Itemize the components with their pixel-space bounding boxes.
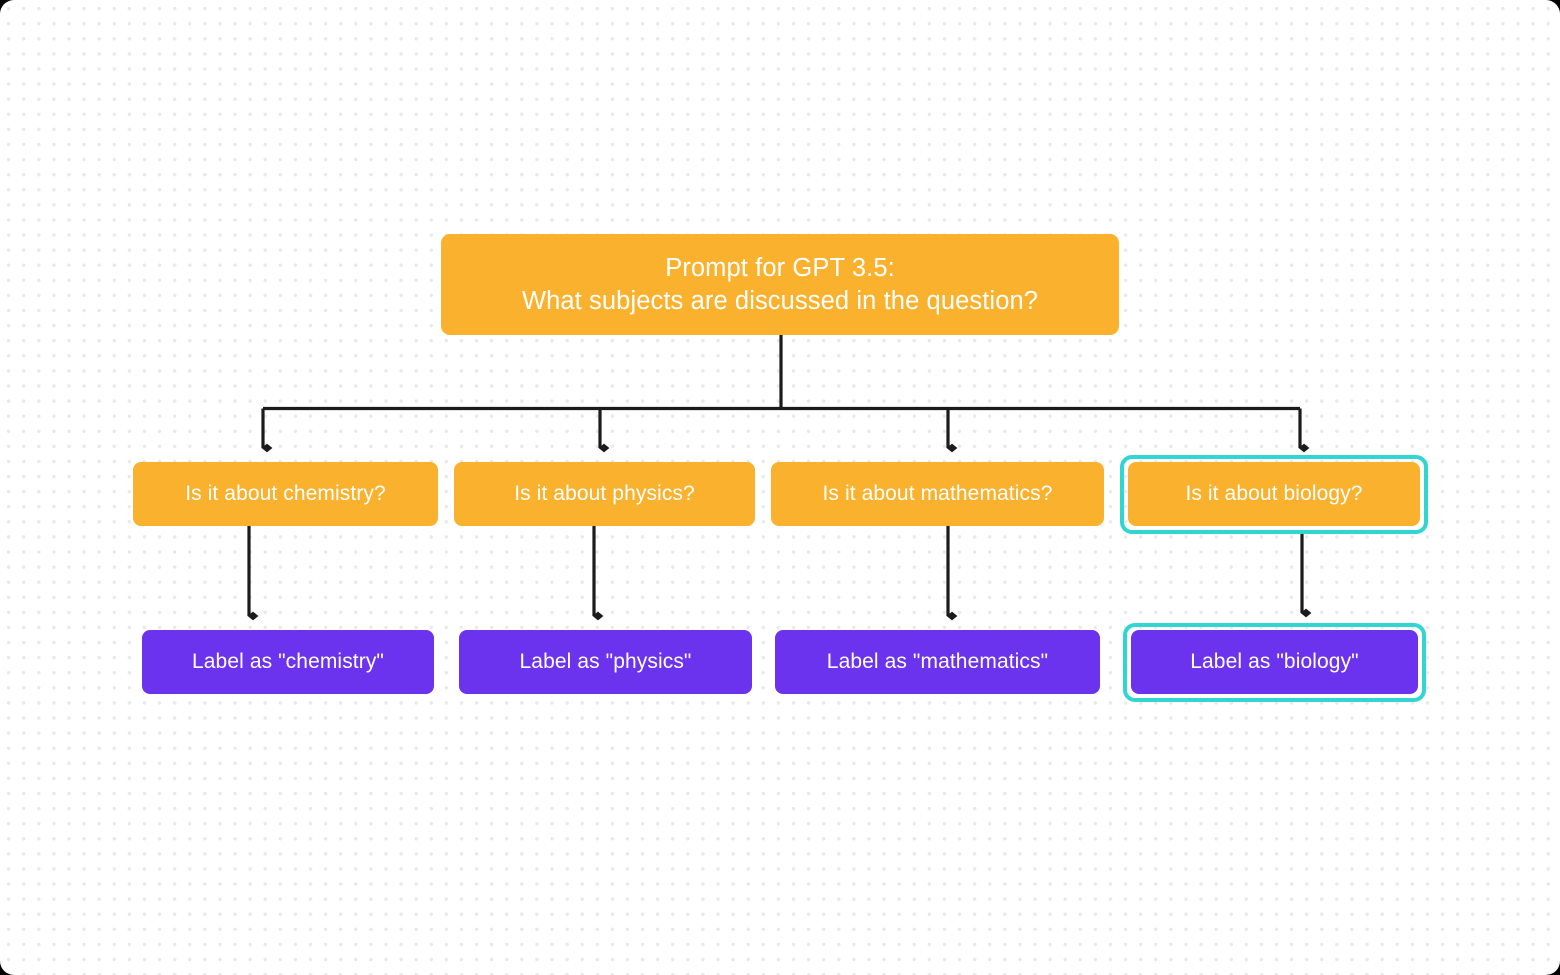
node-label-biology[interactable]: Label as "biology": [1131, 630, 1418, 694]
node-question-physics[interactable]: Is it about physics?: [454, 462, 755, 526]
node-label-physics-text: Label as "physics": [519, 649, 692, 673]
node-label-physics[interactable]: Label as "physics": [459, 630, 752, 694]
node-label-biology-text: Label as "biology": [1190, 649, 1359, 673]
node-question-biology[interactable]: Is it about biology?: [1128, 462, 1420, 526]
node-label-mathematics-text: Label as "mathematics": [826, 649, 1049, 673]
node-question-physics-label: Is it about physics?: [514, 481, 695, 505]
node-label-chemistry[interactable]: Label as "chemistry": [142, 630, 434, 694]
node-prompt-root[interactable]: Prompt for GPT 3.5: What subjects are di…: [441, 234, 1119, 335]
node-question-biology-label: Is it about biology?: [1185, 481, 1363, 505]
node-question-chemistry[interactable]: Is it about chemistry?: [133, 462, 438, 526]
node-root-label: Prompt for GPT 3.5: What subjects are di…: [521, 253, 1039, 315]
node-label-chemistry-text: Label as "chemistry": [192, 649, 384, 673]
node-label-mathematics[interactable]: Label as "mathematics": [775, 630, 1100, 694]
node-question-chemistry-label: Is it about chemistry?: [185, 481, 386, 505]
node-question-mathematics-label: Is it about mathematics?: [822, 481, 1053, 505]
node-question-mathematics[interactable]: Is it about mathematics?: [771, 462, 1104, 526]
